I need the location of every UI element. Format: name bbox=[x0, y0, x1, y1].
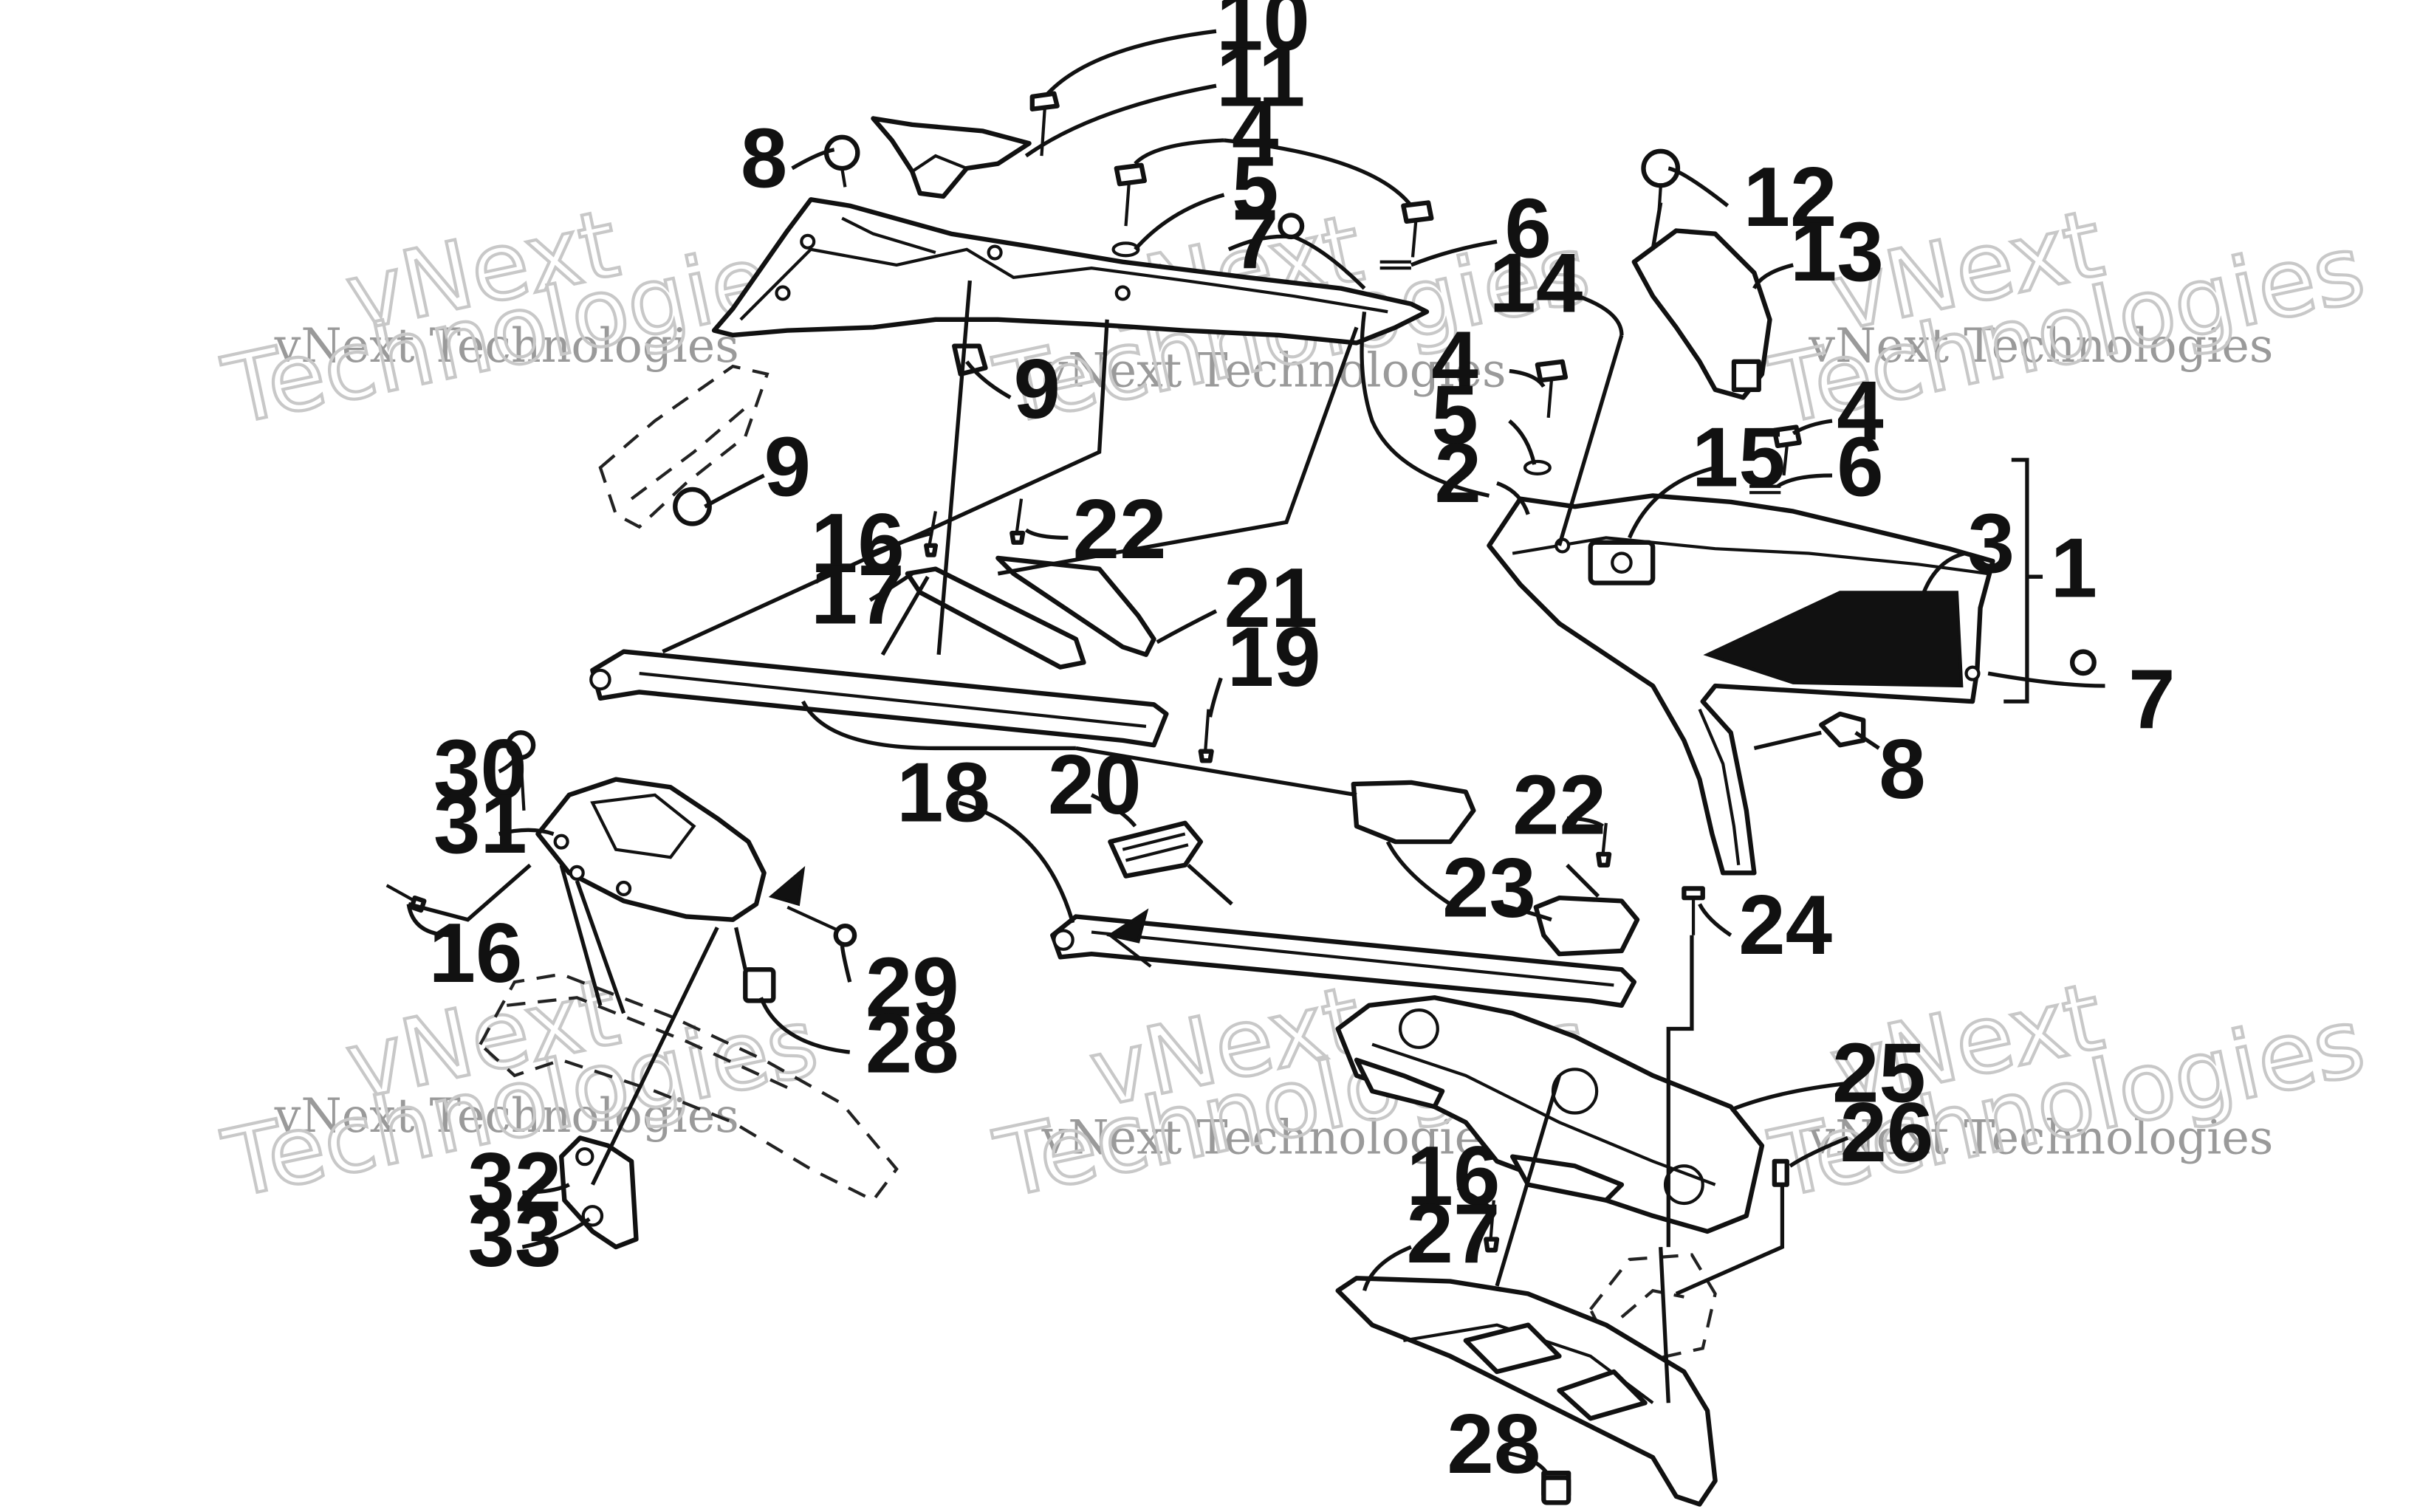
watermark-text: vNext Technologies bbox=[274, 318, 739, 373]
callout-22: 22 bbox=[1073, 483, 1167, 577]
callout-6: 6 bbox=[1837, 420, 1883, 514]
callout-28: 28 bbox=[865, 997, 959, 1091]
frame-bar-upper bbox=[589, 555, 1169, 748]
callout-13: 13 bbox=[1790, 205, 1884, 299]
callout-23: 23 bbox=[1442, 841, 1536, 935]
callout-26: 26 bbox=[1840, 1086, 1934, 1180]
callout-12: 12 bbox=[1744, 151, 1837, 244]
callout-22: 22 bbox=[1512, 759, 1606, 853]
watermark-text: vNext Technologies bbox=[274, 1088, 739, 1143]
callout-7: 7 bbox=[1232, 193, 1278, 286]
hardware bbox=[385, 91, 2097, 1505]
callout-6: 6 bbox=[1505, 182, 1552, 275]
watermark-text: vNext Technologies bbox=[1041, 1110, 1506, 1164]
callout-24: 24 bbox=[1738, 879, 1832, 972]
side-panel-right bbox=[1487, 228, 1995, 876]
callout-17: 17 bbox=[811, 549, 905, 642]
callout-1: 1 bbox=[2051, 522, 2097, 616]
callout-11: 11 bbox=[1216, 31, 1306, 125]
callout-19: 19 bbox=[1227, 611, 1321, 704]
callout-28: 28 bbox=[1447, 1398, 1540, 1491]
callout-16: 16 bbox=[1407, 1130, 1501, 1223]
callout-10: 10 bbox=[1216, 0, 1310, 69]
callout-5: 5 bbox=[1232, 140, 1278, 233]
callout-9: 9 bbox=[764, 420, 811, 514]
callout-33: 33 bbox=[467, 1190, 561, 1284]
watermark-text: vNext Technologies bbox=[1041, 343, 1506, 398]
callout-25: 25 bbox=[1832, 1027, 1926, 1121]
callout-9: 9 bbox=[1013, 343, 1060, 436]
callout-2: 2 bbox=[1435, 427, 1481, 520]
callout-32: 32 bbox=[467, 1136, 561, 1230]
callout-4: 4 bbox=[1431, 315, 1478, 408]
callout-8: 8 bbox=[1879, 723, 1925, 817]
callout-3: 3 bbox=[1968, 497, 2015, 591]
callout-4: 4 bbox=[1837, 364, 1883, 458]
callout-20: 20 bbox=[1048, 738, 1142, 832]
callout-4: 4 bbox=[1232, 83, 1278, 177]
callout-5: 5 bbox=[1431, 369, 1478, 463]
watermark-text: vNext Technologies bbox=[1808, 1110, 2273, 1164]
callout-30: 30 bbox=[433, 723, 527, 817]
callout-21: 21 bbox=[1224, 551, 1318, 645]
callout-31: 31 bbox=[433, 777, 527, 871]
callout-15: 15 bbox=[1692, 411, 1786, 505]
callout-8: 8 bbox=[741, 111, 787, 205]
leader-lines bbox=[406, 29, 2105, 1474]
frame-bar-lower bbox=[1050, 780, 1640, 1008]
callout-16: 16 bbox=[429, 907, 523, 1000]
callout-18: 18 bbox=[897, 746, 990, 840]
callout-7: 7 bbox=[2128, 653, 2175, 746]
skid-plate-upper bbox=[1335, 995, 1765, 1234]
watermark-text: vNext Technologies bbox=[1808, 318, 2273, 373]
callout-16: 16 bbox=[811, 497, 905, 591]
callout-14: 14 bbox=[1489, 236, 1583, 330]
skid-plate-lower bbox=[1335, 1276, 1718, 1507]
callout-27: 27 bbox=[1407, 1187, 1501, 1281]
callout-29: 29 bbox=[865, 941, 959, 1035]
bracket-left bbox=[535, 777, 806, 1250]
callout-labels: 10 11 4 5 7 6 8 9 9 12 13 14 4 5 4 6 15 … bbox=[429, 0, 2176, 1491]
side-panel-left bbox=[711, 116, 1430, 346]
